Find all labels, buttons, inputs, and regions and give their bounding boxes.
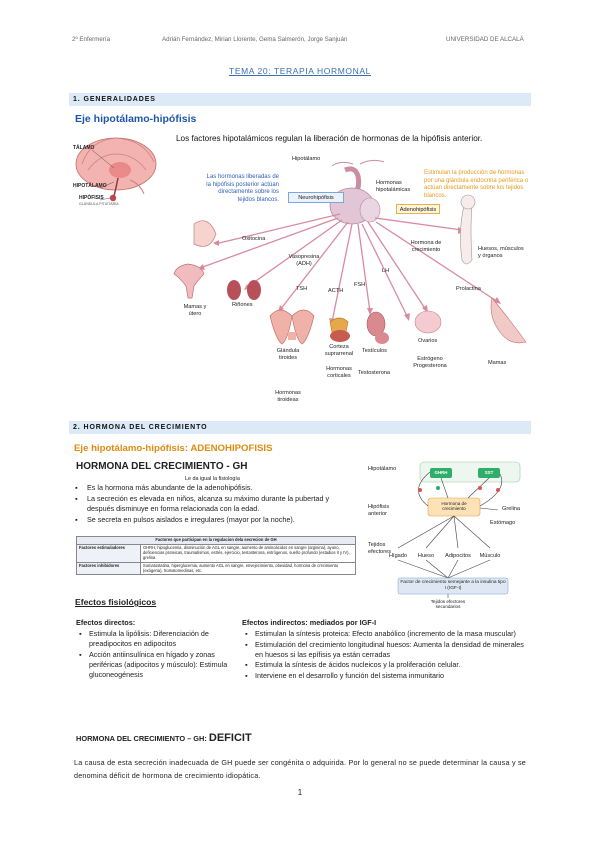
label-oxitocina: Oxitocina [242,236,266,242]
label-rinones: Riñones [232,302,253,308]
gh-points-list: Es la hormona más abundante de la adenoh… [75,483,355,525]
list-item: Es la hormona más abundante de la adenoh… [75,483,355,494]
label-ovarios: Ovarios [418,338,438,344]
table-row: Factores inhibidores Somatostatina, hipe… [76,561,356,576]
gh-regulation-diagram: Hipotálamo GHRH SST Hipófisis anterior H… [368,460,530,610]
list-item: Se secreta en pulsos aislados e irregula… [75,515,355,526]
diagram-label-secundarios: Tejidos efectores secundarios [430,599,466,610]
adenohipofisis-heading: Eje hipotálamo-hipófisis: ADENOHIPOFISIS [74,443,273,454]
efectos-directos: Efectos directos: Estimula la lipólisis:… [76,618,246,680]
list-item: Interviene en el desarrollo y función de… [242,671,526,681]
label-prolactina: Prolactina [456,286,481,292]
table-cell: GHRH, hipoglucemia, disminución de AGL e… [140,543,356,563]
list-item: Estimula la síntesis de ácidos nucleicos… [242,660,526,670]
note-posterior: Las hormonas liberadas de la hipófisis p… [206,174,279,203]
diagram-label-hormona: Hormona de crecimiento [441,501,467,512]
gh-factors-table: Factores que participan en la regulacion… [76,536,356,576]
efectos-title: Efectos fisiológicos [75,597,157,607]
diagram-label-igf: Factor de crecimiento semejante a la ins… [400,580,506,591]
diagram-label-grelina: Grelina [502,506,521,512]
adenohipofisis-box: Adenohipófisis [396,204,440,214]
diagram-label-hipotalamo: Hipotálamo [368,466,397,472]
diagram-label-tejidos: Tejidos efectores [368,542,392,555]
table-row: Factores estimuladores GHRH, hipoglucemi… [76,543,356,563]
table-cell: Somatostatina, hiperglucemia, aumento AG… [140,561,356,576]
deficit-heading: HORMONA DEL CRECIMIENTO – GH: DEFICIT [76,732,252,744]
label-mamas: Mamas [488,360,507,366]
figure-subtitle: Los factores hipotalámicos regulan la li… [176,134,483,143]
table-title: Factores que participan en la regulacion… [76,536,356,545]
figure-illustration [75,137,527,345]
label-vasopresina: Vasopresina (ADH) [288,254,320,267]
list-item: Estimulan la síntesis proteica: Efecto a… [242,629,526,639]
label-lh: LH [382,268,390,274]
diagram-label-ghrh: GHRH [434,470,448,475]
diagram-target: Músculo [479,553,501,559]
deficit-prefix: HORMONA DEL CRECIMIENTO – GH: [76,734,209,743]
table-cell: Factores inhibidores [76,561,141,576]
label-hipofisis-brain: HIPÓFISIS [79,195,104,201]
header-university: UNIVERSIDAD DE ALCALÁ [446,36,524,43]
hormone-arrows [199,213,499,323]
diagram-label-hipofisis: Hipófisis anterior [368,504,390,517]
gh-title: HORMONA DEL CRECIMIENTO - GH [76,461,248,472]
label-hormona-crecimiento: Hormona de crecimiento [410,240,442,253]
label-tsh: TSH [296,286,308,292]
hypothalamus-pituitary-figure: Eje hipotálamo-hipófisis Los factores hi… [70,110,532,412]
list-item: La secreción es elevada en niños, alcanz… [75,494,355,515]
label-estrogeno: Estrógeno Progesterona [413,356,447,369]
page-title: TEMA 20: TERAPIA HORMONAL [229,66,371,76]
label-acth: ACTH [328,288,344,294]
label-hormonas-tiroideas: Hormonas tiroideas [275,390,301,403]
diagram-target: Hígado [388,553,408,559]
brain-illustration [75,137,157,202]
list-item: Estimula la lipólisis: Diferenciación de… [76,629,246,649]
label-hipofisis-sub: GLÁNDULA PITUITARIA [79,202,119,206]
label-corteza: Corteza suprarrenal [324,344,354,357]
diagram-label-sst: SST [484,470,494,475]
list-item: Acción antiinsulínica en hígado y zonas … [76,650,246,680]
gh-diagram-svg [397,461,521,598]
organ-illustrations [173,194,527,345]
header-course: 2º Enfermería [72,36,111,43]
figure-title: Eje hipotálamo-hipófisis [75,113,197,125]
section-heading-generalidades: 1. GENERALIDADES [69,93,531,106]
efectos-indirectos: Efectos indirectos: mediados por IGF-I E… [242,618,526,681]
diagram-target: Hueso [417,553,435,559]
deficit-paragraph: La causa de esta secreción inadecuada de… [74,758,526,780]
page-number: 1 [297,788,303,797]
indirectos-title: Efectos indirectos: mediados por IGF-I [242,618,377,627]
list-item: Estimulación del crecimiento longitudina… [242,640,526,660]
label-mamas-utero: Mamas y útero [183,304,207,317]
label-testosterona: Testosterona [358,370,391,376]
header-authors: Adrián Fernández, Mirian Llorente, Gema … [162,36,348,43]
label-hipotalamo-brain: HIPOTÁLAMO [73,183,107,189]
neurohipofisis-box: Neurohipófisis [288,192,344,203]
label-hormonas-hipotalamicas: Hormonas hipotalámicas [376,180,411,193]
label-hipotalamo: Hipotálamo [292,156,321,162]
deficit-word: DEFICIT [208,732,252,744]
label-hormonas-corticales: Hormonas corticales [326,366,352,379]
diagram-label-estomago: Estómago [490,520,516,526]
table-cell: Factores estimuladores [76,543,141,563]
label-talamo: TÁLAMO [73,145,95,151]
gh-caption: Le da igual la fisiología [185,476,240,482]
label-glandula-tiroides: Glándula tiroides [276,348,300,361]
note-anterior: Estimulan la producción de hormonas por … [424,170,529,199]
section-heading-hormona-crecimiento: 2. HORMONA DEL CRECIMIENTO [69,421,531,434]
label-fsh: FSH [354,282,366,288]
label-huesos: Huesos, músculos y órganos [478,246,524,259]
diagram-target: Adipocitos [445,553,471,559]
directos-title: Efectos directos: [76,618,136,627]
label-testiculos: Testículos [362,348,387,354]
page-header: 2º Enfermería Adrián Fernández, Mirian L… [72,36,532,46]
